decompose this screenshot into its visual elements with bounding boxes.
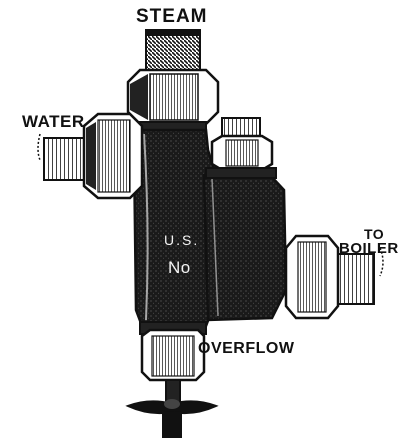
overflow-cap xyxy=(205,117,277,179)
bottom-nut xyxy=(140,328,206,382)
steam-thread xyxy=(145,29,201,73)
overflow-chamber xyxy=(202,173,288,322)
overflow-label: OVERFLOW xyxy=(198,340,295,357)
boiler-outlet xyxy=(284,234,384,320)
to-label: TO xyxy=(364,226,385,242)
body-mark-us: U.S. xyxy=(164,232,200,248)
steam-label: STEAM xyxy=(136,6,208,27)
valve-handle xyxy=(125,399,219,438)
injector-main-body xyxy=(132,128,216,328)
steam-nut xyxy=(126,68,220,126)
boiler-label: BOILER xyxy=(339,240,399,257)
water-inlet xyxy=(37,112,144,200)
body-mark-no: No xyxy=(168,258,191,277)
water-label: WATER xyxy=(22,112,85,131)
